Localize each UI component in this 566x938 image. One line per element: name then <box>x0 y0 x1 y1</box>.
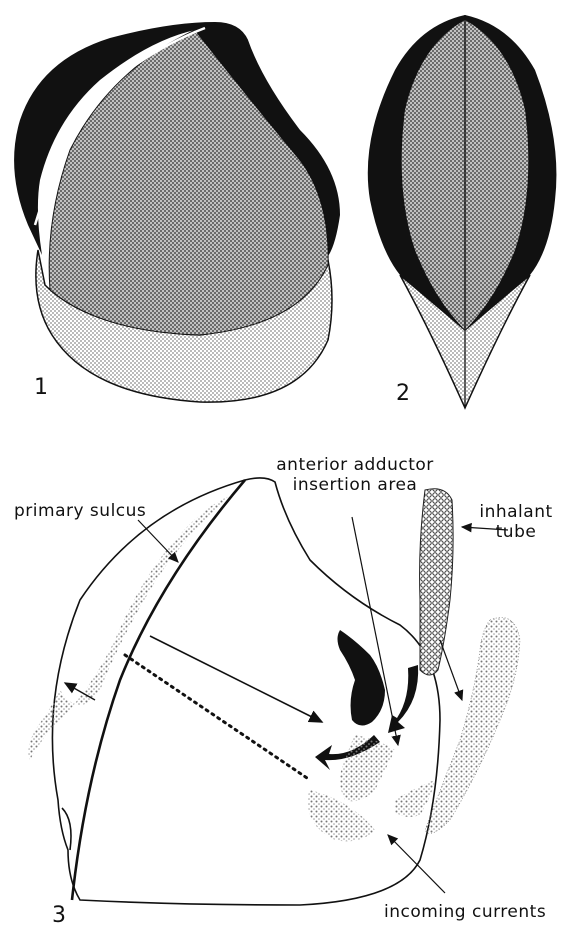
inhalant-tube-label: inhalant tube <box>468 503 564 542</box>
anterior-adductor-label-line2: insertion area <box>270 476 440 496</box>
primary-sulcus-label: primary sulcus <box>14 502 146 522</box>
figure-1-shell: 1 <box>14 22 340 402</box>
incoming-currents-label: incoming currents <box>384 903 546 923</box>
figure-3-inhalant-tube <box>420 489 454 675</box>
figure-1-number: 1 <box>34 375 48 400</box>
anterior-adductor-label-line1: anterior adductor <box>270 456 440 476</box>
tube-to-plume-pointer <box>440 640 462 700</box>
anterior-adductor-label: anterior adductor insertion area <box>270 456 440 495</box>
inhalant-tube-label-line2: tube <box>468 523 564 543</box>
figure-2-shell: 2 <box>368 15 557 408</box>
inhalant-tube-label-line1: inhalant <box>468 503 564 523</box>
figure-3-shell: 3 <box>28 478 520 928</box>
figure-3-number: 3 <box>52 903 66 928</box>
figure-2-number: 2 <box>396 381 410 406</box>
